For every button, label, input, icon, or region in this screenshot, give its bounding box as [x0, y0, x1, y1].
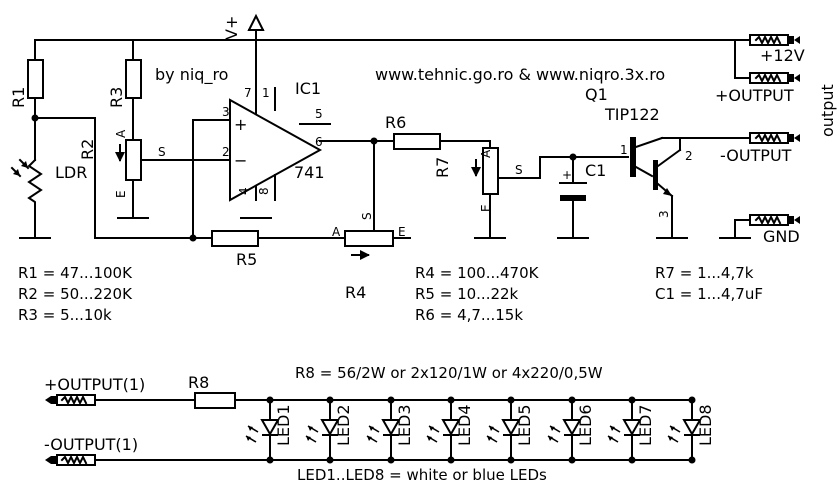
- q1-pin2: 2: [685, 149, 693, 163]
- led-label: LED4: [455, 404, 474, 446]
- ic1-pin2: 2: [222, 145, 230, 159]
- author-credit: by niq_ro: [155, 65, 228, 85]
- ldr-photoresistor: [10, 158, 43, 239]
- ic1-plus-sign: +: [234, 115, 247, 134]
- q1-pin3: 3: [657, 210, 671, 218]
- value-r7: R7 = 1...4,7k: [655, 264, 754, 282]
- led-7: LED7: [607, 396, 655, 464]
- led-1: LED1: [245, 396, 293, 464]
- c1-plate-bottom: [560, 195, 586, 201]
- terminal-gnd[interactable]: [719, 214, 800, 239]
- r2-pin-e: E: [114, 190, 128, 198]
- output-vertical-label: output: [818, 84, 837, 137]
- vplus-arrow-icon: [247, 13, 265, 31]
- value-c1: C1 = 1...4,7uF: [655, 285, 763, 303]
- r7-pin-e: E: [479, 204, 493, 212]
- vplus-label: V+: [222, 16, 241, 40]
- value-r6: R6 = 4,7...15k: [415, 306, 523, 324]
- r3-resistor: [125, 59, 142, 99]
- ldr-label: LDR: [55, 163, 87, 182]
- q1-transistor: [630, 136, 751, 239]
- r6-label: R6: [385, 113, 406, 132]
- terminal-minus-output-label: -OUTPUT: [720, 146, 792, 165]
- led-array: LED1 LED2 LED3 LED4 LED5 LED6 LED7 LED8: [245, 396, 715, 464]
- wire-ic1-r6: [319, 140, 491, 149]
- value-leds: LED1..LED8 = white or blue LEDs: [297, 466, 547, 484]
- value-r8: R8 = 56/2W or 2x120/1W or 4x220/0,5W: [295, 364, 603, 382]
- ic1-pin3: 3: [222, 105, 230, 119]
- ic1-pin7: 7: [244, 86, 252, 100]
- q1-label: Q1: [585, 85, 608, 104]
- ic1-minus-sign: −: [234, 151, 247, 170]
- terminal-minus-output[interactable]: [749, 132, 800, 144]
- ic1-pin5: 5: [315, 107, 323, 121]
- c1-label: C1: [585, 161, 606, 180]
- terminal-plus12v-label: +12V: [760, 46, 805, 65]
- r8-resistor: [194, 392, 236, 409]
- led-6: LED6: [547, 396, 595, 464]
- led-8: LED8: [667, 396, 715, 464]
- terminal-plus12v[interactable]: [749, 34, 800, 46]
- r4-pin-s: S: [360, 212, 374, 220]
- value-r3: R3 = 5...10k: [18, 306, 112, 324]
- c1-plus-sign: +: [562, 168, 572, 182]
- r7-label: R7: [433, 157, 452, 178]
- r2-potentiometer: [125, 139, 142, 181]
- terminal-plus-output-1[interactable]: [45, 394, 96, 406]
- r3-label: R3: [107, 87, 126, 108]
- wire-r7-wiper: [497, 156, 629, 179]
- r5-label: R5: [236, 250, 257, 269]
- ic1-pin6: 6: [315, 135, 323, 149]
- terminal-minus-output-1-label: -OUTPUT(1): [44, 435, 138, 454]
- r7-pin-a: A: [479, 149, 493, 158]
- q1-type: TIP122: [604, 105, 660, 124]
- q1-pin1: 1: [620, 143, 628, 157]
- led-label: LED1: [274, 404, 293, 446]
- ic1-pin4: 4: [237, 187, 251, 195]
- wire-ic1-pin3: [192, 119, 231, 239]
- led-label: LED5: [515, 404, 534, 446]
- value-r1: R1 = 47...100K: [18, 264, 133, 282]
- r2-label: R2: [78, 139, 97, 160]
- led-label: LED3: [395, 404, 414, 446]
- value-r5: R5 = 10...22k: [415, 285, 519, 303]
- r6-resistor: [393, 133, 441, 150]
- led-label: LED6: [576, 404, 595, 446]
- led-label: LED2: [334, 404, 353, 446]
- led-3: LED3: [366, 396, 414, 464]
- r4-label: R4: [345, 283, 366, 302]
- r2-pin-a: A: [114, 129, 128, 138]
- ic1-label: IC1: [295, 79, 321, 98]
- terminal-plus-output[interactable]: [749, 72, 800, 84]
- led-4: LED4: [426, 396, 474, 464]
- value-r4: R4 = 100...470K: [415, 264, 540, 282]
- r1-label: R1: [9, 87, 28, 108]
- terminal-plus-output-1-label: +OUTPUT(1): [44, 375, 145, 394]
- r4-pin-e: E: [398, 225, 406, 239]
- terminal-gnd-label: GND: [763, 227, 800, 246]
- r8-label: R8: [188, 373, 209, 392]
- wire-r1-r2: [34, 117, 194, 239]
- led-2: LED2: [305, 396, 353, 464]
- led-5: LED5: [486, 396, 534, 464]
- r7-pin-s: S: [515, 163, 523, 177]
- ic1-pin8: 8: [257, 187, 271, 195]
- led-label: LED8: [696, 404, 715, 446]
- r5-resistor: [211, 230, 259, 247]
- r4-pin-a: A: [332, 225, 341, 239]
- r2-pin-s: S: [158, 145, 166, 159]
- r4-potentiometer: [344, 230, 394, 247]
- website-credit: www.tehnic.go.ro & www.niqro.3x.ro: [375, 65, 665, 84]
- terminal-minus-output-1[interactable]: [45, 454, 96, 466]
- r1-resistor: [27, 59, 44, 99]
- value-r2: R2 = 50...220K: [18, 285, 133, 303]
- ic1-pin1: 1: [262, 86, 270, 100]
- led-label: LED7: [636, 404, 655, 446]
- ic1-type: 741: [294, 163, 325, 182]
- terminal-plus-output-label: +OUTPUT: [715, 86, 794, 105]
